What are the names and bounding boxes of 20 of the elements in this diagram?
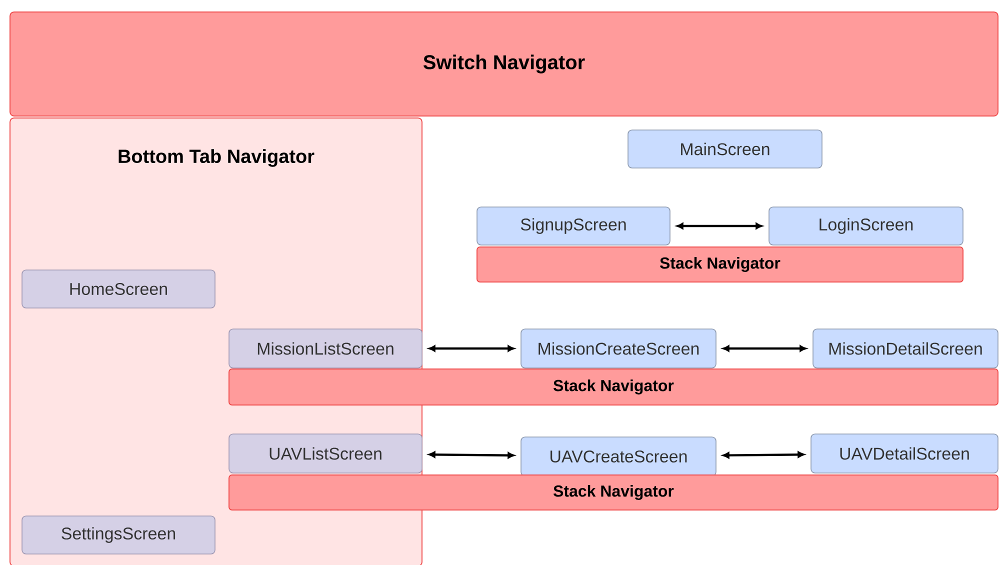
screen-box: SettingsScreen xyxy=(22,516,216,554)
switch-band: Switch Navigator xyxy=(10,12,998,116)
double-arrow xyxy=(722,451,804,459)
screen-box: UAVDetailScreen xyxy=(810,434,998,474)
double-arrow xyxy=(428,345,514,352)
screen-box: MissionListScreen xyxy=(228,328,422,368)
screen-box: LoginScreen xyxy=(768,206,964,246)
stack-navigator-bar: Stack Navigator xyxy=(228,368,998,406)
stack-navigator-bar: Stack Navigator xyxy=(476,246,964,282)
screen-box: MissionDetailScreen xyxy=(812,328,998,368)
stack-navigator-bar: Stack Navigator xyxy=(228,474,998,510)
screen-box: SignupScreen xyxy=(476,206,670,246)
screen-box: MissionCreateScreen xyxy=(520,328,716,368)
screen-box: HomeScreen xyxy=(22,270,216,308)
screen-box: UAVListScreen xyxy=(228,434,422,474)
screen-box: UAVCreateScreen xyxy=(520,436,716,476)
double-arrow xyxy=(676,222,762,230)
screen-box: MainScreen xyxy=(628,130,822,168)
double-arrow xyxy=(722,345,806,352)
double-arrow xyxy=(428,451,514,459)
